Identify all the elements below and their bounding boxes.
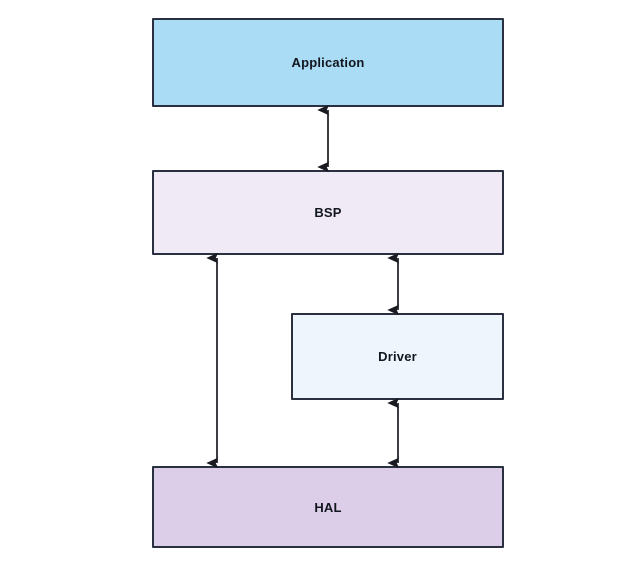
node-hal-label: HAL bbox=[314, 499, 342, 515]
node-bsp-label: BSP bbox=[314, 205, 342, 220]
connector-bsp-driver bbox=[383, 253, 413, 315]
node-hal[interactable]: HAL bbox=[152, 466, 504, 548]
node-driver-label: Driver bbox=[378, 349, 417, 364]
connector-bsp-hal bbox=[202, 253, 232, 468]
node-application[interactable]: Application bbox=[152, 18, 504, 107]
node-driver[interactable]: Driver bbox=[291, 313, 504, 400]
node-application-label: Application bbox=[291, 55, 365, 70]
connector-application-bsp bbox=[313, 105, 343, 172]
connector-driver-hal bbox=[383, 398, 413, 468]
node-bsp[interactable]: BSP bbox=[152, 170, 504, 255]
